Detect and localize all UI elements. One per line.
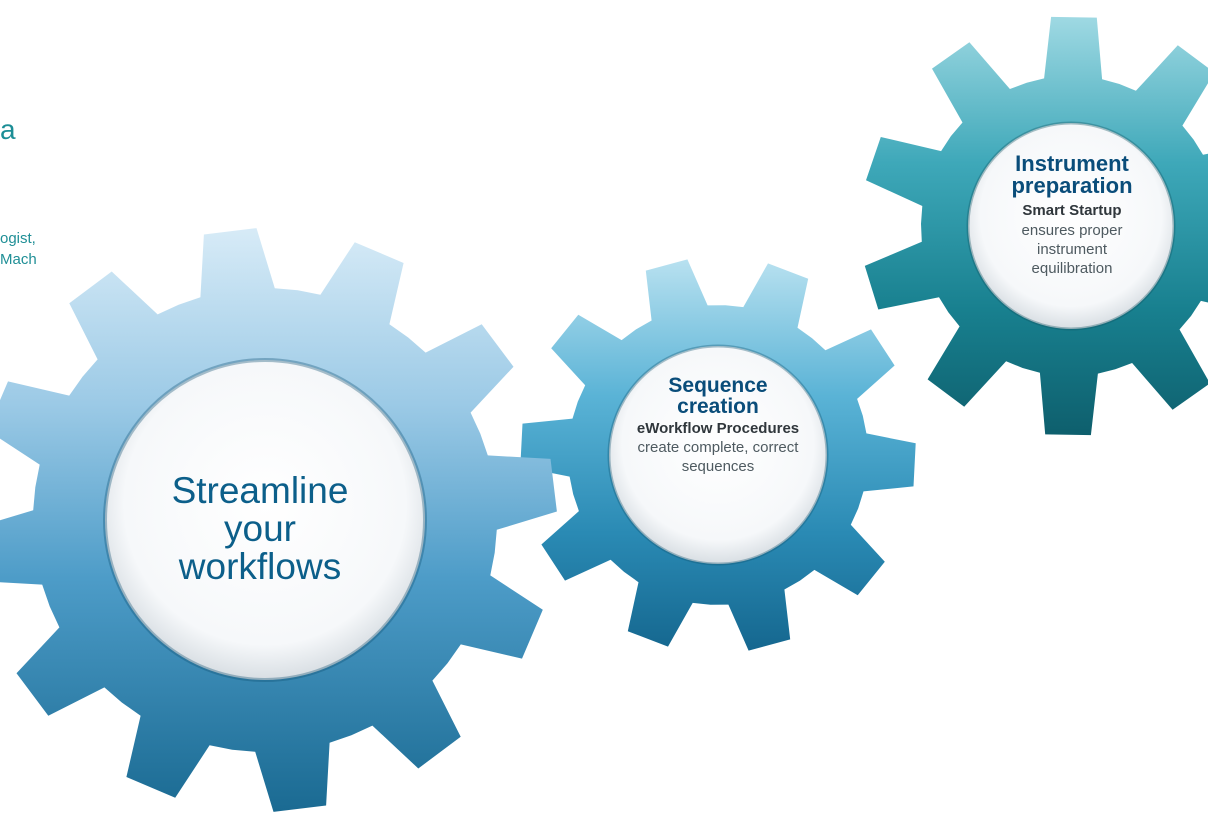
gear-middle-subtitle: eWorkflow Procedures [636, 420, 800, 437]
gear-middle-desc-line-2: sequences [681, 458, 755, 475]
gear-top-face [966, 121, 1176, 331]
gear-large-face [103, 358, 427, 682]
clipped-caption-line-2: Mach [0, 251, 37, 268]
gear-top-title-line-2: preparation [1011, 173, 1133, 198]
gear-top-desc-line-1: ensures proper [1021, 222, 1123, 239]
gear-middle-label: Sequence creation eWorkflow Procedures c… [618, 375, 818, 476]
gear-top-desc-line-3: equilibration [1031, 260, 1113, 277]
gear-middle-title-line-2: creation [677, 395, 759, 418]
gear-large [0, 228, 557, 812]
clipped-caption-fragment: ogist, Mach [0, 228, 37, 270]
gear-top-title-line-1: Instrument [1015, 151, 1129, 176]
gear-large-line-2: your [224, 508, 296, 549]
gear-middle-desc-line-1: create complete, correct [637, 439, 799, 456]
gear-top-desc-line-2: instrument [1036, 241, 1108, 258]
gear-top-label: Instrument preparation Smart Startup ens… [977, 153, 1167, 278]
clipped-caption-line-1: ogist, [0, 230, 36, 247]
gear-middle-title-line-1: Sequence [668, 374, 768, 397]
gear-large-line-1: Streamline [171, 470, 349, 511]
clipped-text-fragment: a [0, 114, 16, 145]
gear-middle [520, 259, 916, 651]
gear-large-label: Streamline your workflows [140, 472, 380, 586]
gear-large-line-3: workflows [178, 546, 342, 587]
gear-middle-face [607, 344, 829, 566]
gear-top-subtitle: Smart Startup [1022, 202, 1122, 219]
gear-top [864, 16, 1208, 436]
